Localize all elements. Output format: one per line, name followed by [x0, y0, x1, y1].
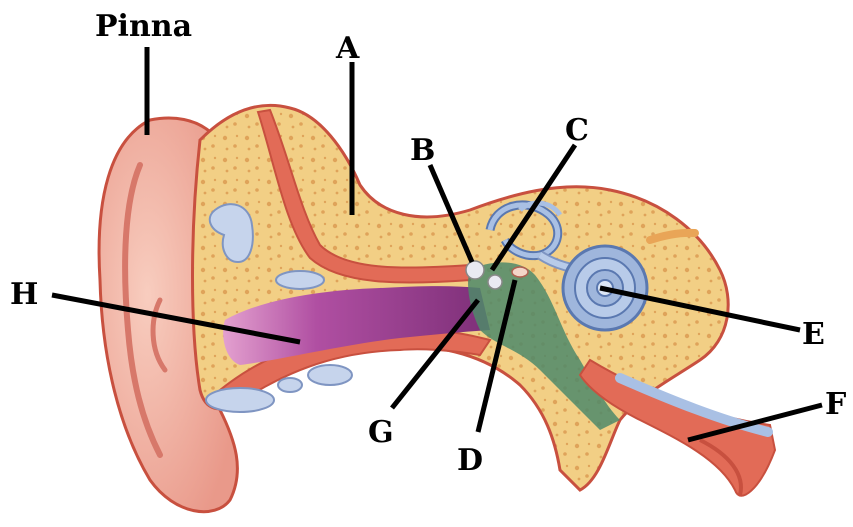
- pinna-label: Pinna: [95, 9, 192, 44]
- label-h: H: [10, 277, 38, 312]
- label-e: E: [802, 317, 825, 352]
- label-g: G: [368, 415, 394, 450]
- label-f: F: [825, 387, 846, 422]
- label-c: C: [565, 113, 589, 148]
- label-d: D: [457, 443, 483, 478]
- label-a: A: [335, 31, 360, 66]
- label-b: B: [410, 133, 435, 168]
